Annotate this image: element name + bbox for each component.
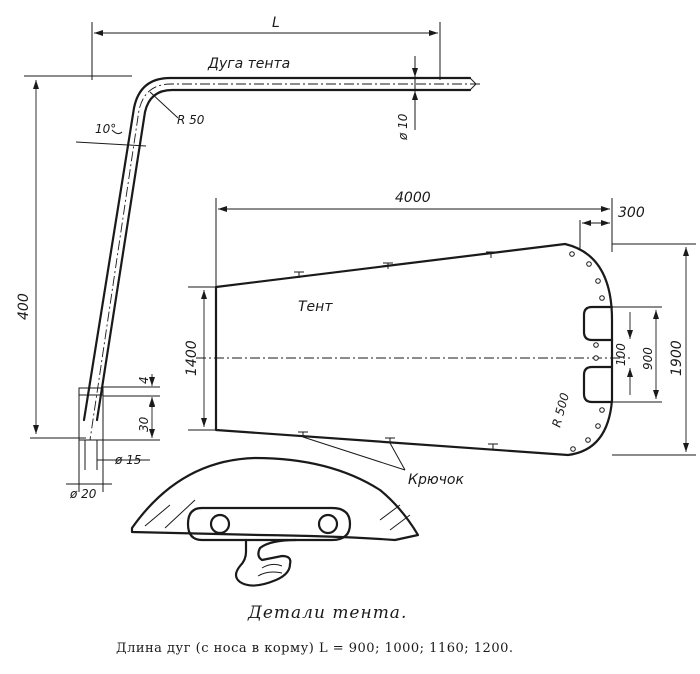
grommet xyxy=(593,355,599,361)
grommet xyxy=(569,251,575,257)
tube-cut-a xyxy=(469,77,477,85)
hook-detail xyxy=(130,456,420,587)
hook-top-1 xyxy=(294,271,304,278)
h1400-label: 1400 xyxy=(184,340,200,376)
d20-label: ø 20 xyxy=(69,487,97,501)
hook-leader-2 xyxy=(389,442,406,471)
fabric-hatch xyxy=(144,499,411,531)
hook-strap-shading xyxy=(257,563,283,577)
grommet xyxy=(570,446,576,452)
hook-bottom-1 xyxy=(298,431,308,437)
hook-plate xyxy=(186,506,352,542)
grommet xyxy=(599,295,605,301)
grommet xyxy=(595,278,601,284)
grommet xyxy=(586,261,592,267)
w4000-label: 4000 xyxy=(395,190,431,206)
angle-label: 10° xyxy=(95,122,116,136)
hook-label: Крючок xyxy=(408,472,464,488)
angle-arc xyxy=(111,129,123,135)
d10-label: ø 10 xyxy=(396,113,410,141)
d15-label: ø 15 xyxy=(114,453,141,467)
caption-subtitle: Длина дуг (с носа в корму) L = 900; 1000… xyxy=(116,641,514,656)
tent-slot-bottom xyxy=(582,365,614,404)
arc-tube-inner xyxy=(95,88,472,422)
fabric-section xyxy=(130,456,420,542)
hook-bottom-3 xyxy=(488,443,498,449)
tent-grommets xyxy=(569,251,605,452)
h1900-label: 1900 xyxy=(669,340,685,376)
tent-drawing: 4000 300 Те xyxy=(184,190,696,488)
rivet-right xyxy=(317,513,339,535)
tent-slot-top xyxy=(582,305,614,342)
hook-bottom-2 xyxy=(385,437,395,443)
d4-label: 4 xyxy=(137,376,151,384)
r500-label: R 500 xyxy=(549,391,572,429)
h400-label: 400 xyxy=(16,293,32,320)
caption-title: Детали тента. xyxy=(247,603,407,623)
tube-cut-b xyxy=(469,83,477,91)
h100-label: 100 xyxy=(614,343,628,366)
w300-label: 300 xyxy=(618,205,645,221)
h900-label: 900 xyxy=(641,347,655,370)
arc-centerline xyxy=(89,83,480,441)
L-label: L xyxy=(272,15,280,31)
hook-strap xyxy=(234,538,298,587)
grommet xyxy=(585,437,591,443)
arc-drawing: L Дуга тента ø 10 R 50 10° 400 4 xyxy=(16,15,480,501)
hook-top-3 xyxy=(486,251,496,258)
r50-label: R 50 xyxy=(177,113,205,127)
angle-ref-line xyxy=(75,141,147,147)
grommet xyxy=(595,423,601,429)
r50-leader xyxy=(149,91,179,119)
arc-tube-outer xyxy=(82,76,472,422)
grommet xyxy=(599,407,605,413)
arc-title: Дуга тента xyxy=(207,56,290,72)
tent-label: Тент xyxy=(298,299,333,315)
rivet-left xyxy=(209,513,231,535)
socket-body xyxy=(78,387,104,441)
hook-leader-1 xyxy=(302,436,406,471)
d30-label: 30 xyxy=(137,416,151,432)
tent-outline xyxy=(214,242,614,457)
hook-top-2 xyxy=(383,262,393,269)
grommet xyxy=(593,342,599,348)
